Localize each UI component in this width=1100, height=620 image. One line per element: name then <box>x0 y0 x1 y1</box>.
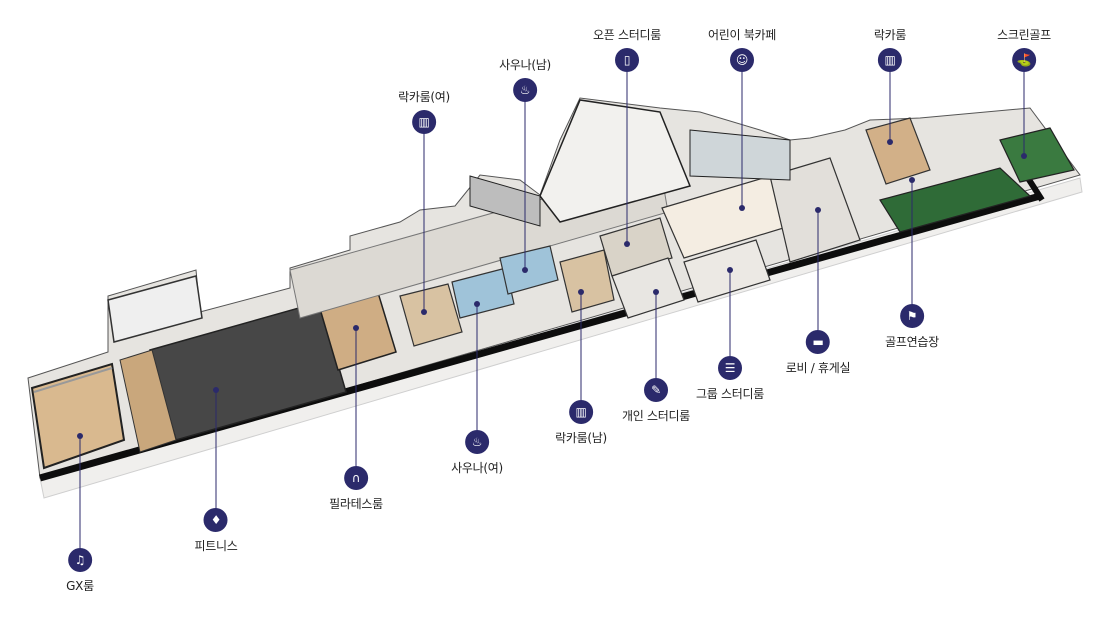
label-golf-practice: ⚑ 골프연습장 <box>885 304 939 350</box>
label-fitness: ♦ 피트니스 <box>195 508 238 554</box>
label-sauna-female: ♨ 사우나(여) <box>451 430 503 476</box>
dot-locker-m <box>578 289 584 295</box>
dot-sauna-f <box>474 301 480 307</box>
golf-practice-floor <box>879 167 1032 233</box>
dot-private-study <box>653 289 659 295</box>
label-text: 락카룸(남) <box>555 431 607 445</box>
locker-f-floor <box>399 283 463 347</box>
open-study-floor <box>599 217 673 277</box>
dot-locker-f <box>421 309 427 315</box>
locker-icon: ▥ <box>877 48 902 72</box>
group-study-floor <box>683 239 771 303</box>
dot-locker-right <box>887 139 893 145</box>
label-text: 어린이 북카페 <box>708 28 776 42</box>
label-text: 락카룸(여) <box>398 90 450 104</box>
private-study-floor <box>611 257 685 319</box>
label-locker-room: 락카룸 ▥ <box>874 26 906 72</box>
upper-rooms-shadow <box>469 175 541 227</box>
label-text: 피트니스 <box>194 539 238 553</box>
shower-icon: ♨ <box>512 78 537 102</box>
label-sauna-male: 사우나(남) ♨ <box>499 56 551 102</box>
label-private-study-room: ✎ 개인 스터디룸 <box>622 378 690 424</box>
label-text: 개인 스터디룸 <box>622 409 690 423</box>
label-text: 락카룸 <box>873 28 907 42</box>
meeting-table-icon: ☰ <box>718 356 742 380</box>
gx-mirror <box>33 367 113 393</box>
dot-open-study <box>624 241 630 247</box>
golfer-icon: ⚑ <box>899 304 924 328</box>
sauna-pool-f <box>451 267 515 319</box>
screen-golf-floor <box>999 127 1075 183</box>
label-locker-room-male: ▥ 락카룸(남) <box>555 400 607 446</box>
leader-endpoints <box>77 139 1027 439</box>
dot-fitness <box>213 387 219 393</box>
locker-icon: ▥ <box>411 110 436 134</box>
label-text: 필라테스룸 <box>329 497 383 511</box>
fitness-back-rooms <box>107 275 203 343</box>
dot-pilates <box>353 325 359 331</box>
kids-book-icon: ☺ <box>730 48 754 72</box>
shower-icon: ♨ <box>464 430 489 454</box>
lobby-glass <box>689 129 791 181</box>
dot-kids-cafe <box>739 205 745 211</box>
dot-screen-golf <box>1021 153 1027 159</box>
label-pilates-room: ∩ 필라테스룸 <box>329 466 383 512</box>
dot-sauna-m <box>522 267 528 273</box>
label-text: 그룹 스터디룸 <box>696 387 764 401</box>
dot-gx <box>77 433 83 439</box>
locker-m-floor <box>559 249 615 313</box>
locker-right-floor <box>865 117 931 185</box>
screen-golf-icon: ⛳ <box>1011 48 1036 72</box>
dot-group-study <box>727 267 733 273</box>
label-text: GX룸 <box>66 579 94 593</box>
label-screen-golf: 스크린골프 ⛳ <box>997 26 1051 72</box>
dot-golf-practice <box>909 177 915 183</box>
label-text: 스크린골프 <box>997 28 1051 42</box>
label-kids-book-cafe: 어린이 북카페 ☺ <box>708 26 776 72</box>
label-text: 오픈 스터디룸 <box>593 28 661 42</box>
leader-lines <box>79 72 1025 548</box>
label-gx-room: ♫ GX룸 <box>66 548 94 594</box>
label-text: 사우나(여) <box>451 461 503 475</box>
label-group-study-room: ☰ 그룹 스터디룸 <box>696 356 764 402</box>
gx-room-floor <box>30 362 126 470</box>
label-text: 로비 / 휴게실 <box>785 361 851 375</box>
label-text: 골프연습장 <box>885 335 939 349</box>
label-locker-room-female: 락카룸(여) ▥ <box>398 88 450 134</box>
treadmill-icon: ♦ <box>204 508 228 532</box>
upper-rooms <box>539 99 692 223</box>
locker-icon: ▥ <box>568 400 593 424</box>
label-text: 사우나(남) <box>499 58 551 72</box>
desk-study-icon: ✎ <box>644 378 668 402</box>
sauna-pool-m <box>499 245 559 295</box>
sofa-icon: ▬ <box>805 330 830 354</box>
label-open-study-room: 오픈 스터디룸 ▯ <box>593 26 661 72</box>
fitness-wood <box>119 349 177 453</box>
pilates-icon: ∩ <box>343 466 368 490</box>
dot-lobby <box>815 207 821 213</box>
label-lobby-lounge: ▬ 로비 / 휴게실 <box>785 330 851 376</box>
aerobics-icon: ♫ <box>67 548 92 572</box>
door-icon: ▯ <box>615 48 639 72</box>
